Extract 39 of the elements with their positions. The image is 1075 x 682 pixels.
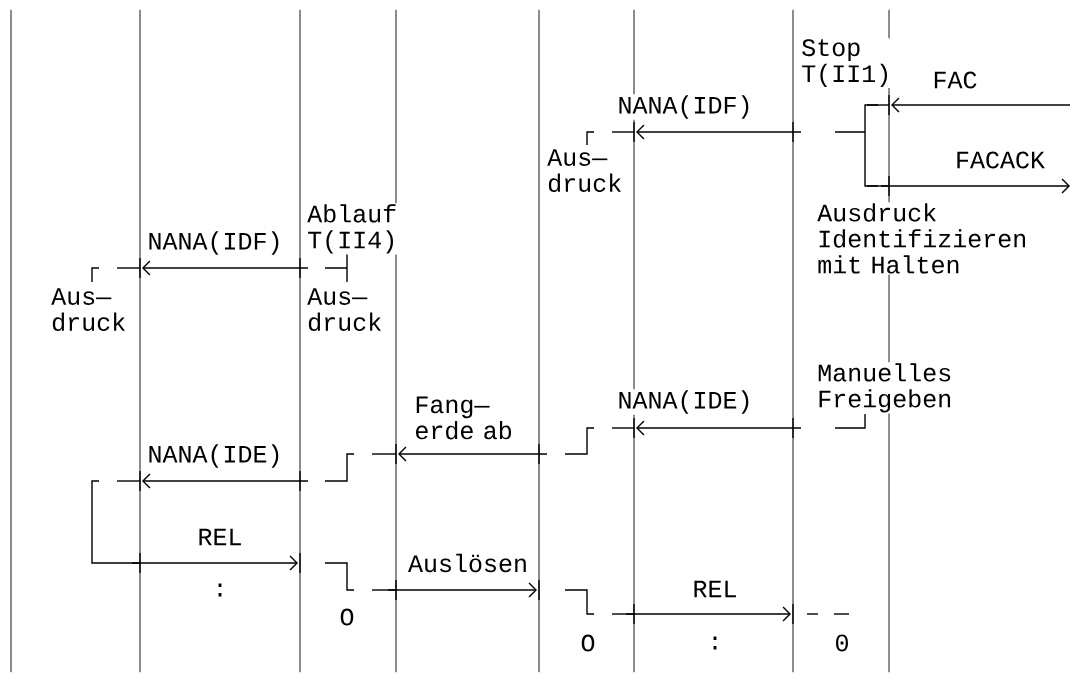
- edge-label: NANA(IDF): [616, 94, 754, 120]
- annotation-text: 0: [833, 633, 851, 653]
- edge-label: FACACK: [954, 150, 1046, 170]
- signal-arrow: [891, 97, 1071, 113]
- edge-label: REL: [691, 579, 739, 599]
- signal-arrow: [880, 178, 1070, 194]
- annotation-text: :: [211, 582, 229, 598]
- signal-arrow: [142, 260, 309, 276]
- signal-arrow: [131, 555, 298, 571]
- signal-arrow: [398, 446, 548, 462]
- annotation-text: Ablauf T(II4): [306, 203, 404, 255]
- lifeline: [538, 9, 540, 673]
- signal-arrow: [636, 124, 802, 140]
- lifeline: [10, 9, 12, 673]
- edge-label: FAC: [931, 70, 979, 90]
- lifeline: [139, 9, 141, 673]
- edge-label: REL: [196, 527, 244, 547]
- edge-label: Fang— erde ab: [413, 395, 527, 441]
- lifeline: [633, 9, 635, 673]
- annotation-text: Ausdruck Identifizieren mit Halten: [816, 202, 1039, 275]
- edge-label: NANA(IDF): [146, 230, 284, 256]
- annotation-text: Manuelles Freigeben: [816, 362, 961, 414]
- lifeline: [299, 9, 301, 673]
- annotation-text: O: [338, 607, 356, 627]
- signal-arrow: [636, 420, 802, 436]
- signal-arrow: [387, 582, 537, 598]
- signal-arrow: [142, 473, 309, 489]
- edge-label: Auslösen: [407, 552, 529, 574]
- edge-label: NANA(IDE): [146, 443, 284, 469]
- signal-arrow: [625, 606, 791, 622]
- annotation-text: :: [706, 635, 724, 651]
- edge-label: NANA(IDE): [616, 389, 754, 415]
- lifeline: [395, 9, 397, 673]
- annotation-text: Aus— druck: [306, 287, 389, 332]
- annotation-text: Stop T(II1): [800, 38, 898, 89]
- annotation-text: O: [579, 633, 597, 653]
- lifeline: [792, 9, 794, 673]
- annotation-text: Aus— druck: [50, 287, 133, 332]
- annotation-text: Aus— druck: [546, 148, 629, 193]
